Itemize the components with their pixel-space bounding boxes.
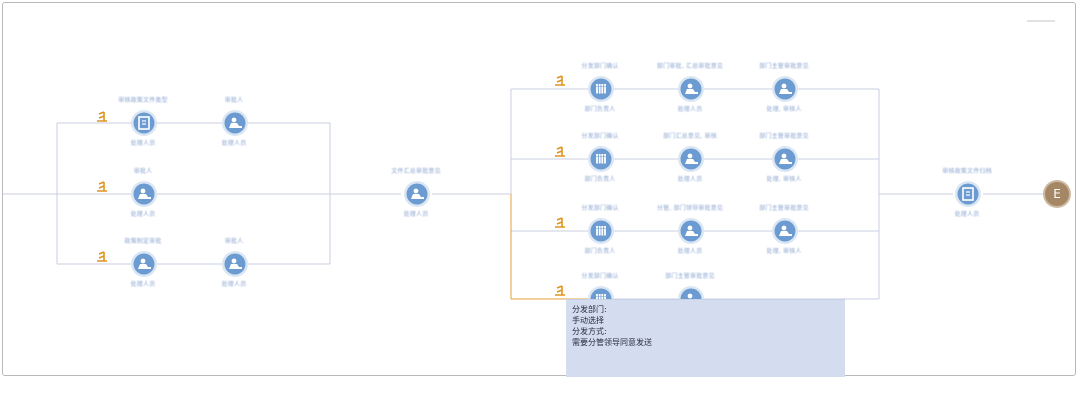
node-assignee-label: 处理人员 <box>221 140 247 147</box>
user-icon <box>685 225 698 236</box>
node-p1-dept-approval[interactable] <box>678 76 704 102</box>
node-title-label: 分发部门确认 <box>581 133 619 140</box>
node-assignee-label: 处理人员 <box>954 211 980 218</box>
group-icon <box>595 225 607 236</box>
node-title-label: 审核政策文件类型 <box>118 97 168 104</box>
node-assignee-label: 处理人员 <box>130 211 156 218</box>
node-merge-opinions[interactable] <box>404 181 430 207</box>
node-p3-dept-approval[interactable] <box>678 218 704 244</box>
branch-flag-icon[interactable] <box>555 146 565 157</box>
window-control-bar[interactable] <box>1027 20 1055 22</box>
node-title-label: 部门审批, 汇总审批意见 <box>656 63 724 70</box>
user-icon <box>685 153 698 164</box>
group-icon <box>595 83 607 94</box>
node-title-label: 部门主管审批意见 <box>759 205 809 212</box>
node-p2-dept-confirm[interactable] <box>588 146 614 172</box>
group-icon <box>595 153 607 164</box>
tooltip-line-1: 分发部门: <box>572 305 607 314</box>
user-icon <box>138 258 151 269</box>
node-assignee-label: 部门负责人 <box>584 248 616 255</box>
node-p2-dept-approval[interactable] <box>678 146 704 172</box>
branch-flag-icon[interactable] <box>97 251 107 262</box>
node-title-label: 文件汇总审批意见 <box>391 168 441 175</box>
node-title-label: 部门汇总意见, 审核 <box>663 133 717 140</box>
end-node-letter: E <box>1053 187 1061 201</box>
node-title-label: 分发部门确认 <box>581 273 619 280</box>
user-icon <box>229 117 242 128</box>
node-title-label: 审核政策文件归档 <box>942 168 992 175</box>
node-title-label: 审批人 <box>133 168 153 175</box>
branch-flag-icon[interactable] <box>97 111 107 122</box>
node-p3-dept-confirm[interactable] <box>588 218 614 244</box>
user-icon <box>411 188 424 199</box>
node-tooltip: 分发部门: 手动选择 分发方式: 需要分管领导同意发送 <box>566 299 845 377</box>
node-approver-c[interactable] <box>222 251 248 277</box>
user-icon <box>779 153 792 164</box>
node-assignee-label: 处理人员 <box>677 106 703 113</box>
node-p3-head-approval[interactable] <box>772 218 798 244</box>
user-icon <box>685 83 698 94</box>
node-title-label: 政策制定审批 <box>124 238 162 245</box>
user-icon <box>779 83 792 94</box>
branch-flag-icon[interactable] <box>555 285 565 296</box>
node-title-label: 分发部门确认 <box>581 205 619 212</box>
node-title-label: 分管, 部门领导审批意见 <box>656 205 724 212</box>
branch-flag-icon[interactable] <box>97 181 107 192</box>
node-assignee-label: 部门负责人 <box>584 106 616 113</box>
diagram-frame: E <box>2 2 1076 376</box>
end-node[interactable]: E <box>1043 180 1071 208</box>
node-assignee-label: 处理人员 <box>677 176 703 183</box>
node-assignee-label: 部门负责人 <box>584 176 616 183</box>
node-assignee-label: 处理人员 <box>221 281 247 288</box>
branch-flag-icon[interactable] <box>555 217 565 228</box>
workflow-canvas: E <box>3 75 1071 312</box>
node-assignee-label: 处理人员 <box>677 248 703 255</box>
tooltip-line-4: 需要分管领导同意发送 <box>572 338 652 347</box>
node-review-file-type[interactable] <box>131 110 157 136</box>
node-p1-dept-confirm[interactable] <box>588 76 614 102</box>
user-icon <box>138 188 151 199</box>
node-assignee-label: 处理, 审核人 <box>766 106 802 113</box>
node-assignee-label: 处理人员 <box>130 281 156 288</box>
node-assignee-label: 处理, 审核人 <box>766 176 802 183</box>
tooltip-line-2: 手动选择 <box>572 316 604 325</box>
node-assignee-label: 处理人员 <box>403 211 429 218</box>
node-assignee-label: 处理, 审核人 <box>766 248 802 255</box>
node-title-label: 分发部门确认 <box>581 63 619 70</box>
node-title-label: 审批人 <box>224 238 244 245</box>
node-title-label: 部门主管审批意见 <box>759 133 809 140</box>
document-icon <box>962 187 974 201</box>
node-assignee-label: 处理人员 <box>130 140 156 147</box>
node-policy-approval[interactable] <box>131 251 157 277</box>
node-approver-a[interactable] <box>222 110 248 136</box>
node-p2-head-approval[interactable] <box>772 146 798 172</box>
node-archive-file[interactable] <box>955 181 981 207</box>
user-icon <box>779 225 792 236</box>
user-icon <box>229 258 242 269</box>
branch-flag-icon[interactable] <box>555 75 565 86</box>
node-title-label: 审批人 <box>224 97 244 104</box>
tooltip-line-3: 分发方式: <box>572 327 607 336</box>
document-icon <box>138 116 150 130</box>
node-title-label: 部门主管审批意见 <box>759 63 809 70</box>
node-approver-b[interactable] <box>131 181 157 207</box>
node-title-label: 部门主管审批意见 <box>665 273 715 280</box>
node-p1-head-approval[interactable] <box>772 76 798 102</box>
